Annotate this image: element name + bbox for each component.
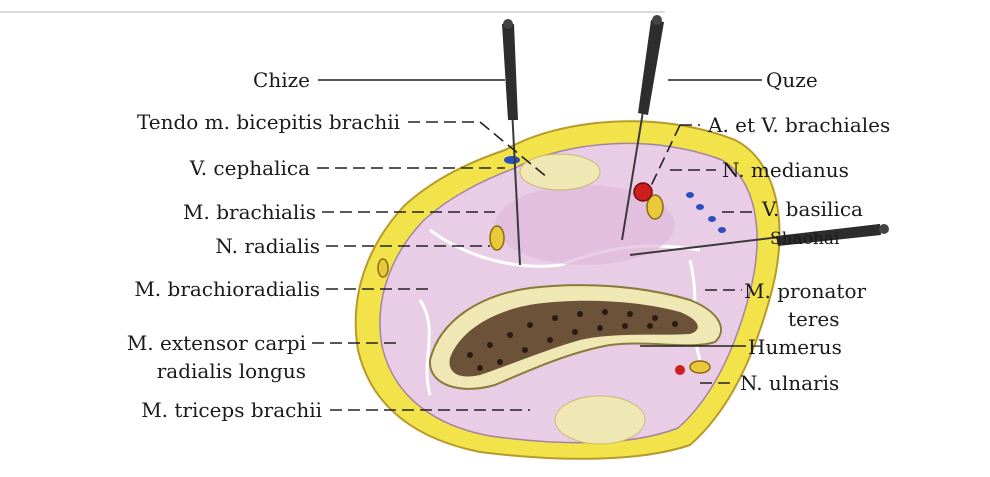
- label-m-ext-2: radialis longus: [157, 359, 306, 383]
- label-n-ulnaris: N. ulnaris: [740, 371, 839, 395]
- label-quze: Quze: [766, 68, 818, 92]
- v-cephalica-shape: [504, 156, 520, 164]
- n-ulnaris-shape: [690, 361, 710, 373]
- label-n-medianus: N. medianus: [722, 158, 849, 182]
- label-humerus: Humerus: [748, 335, 842, 359]
- ulnar-artery-shape: [675, 365, 685, 375]
- nerve-small-left: [378, 259, 388, 277]
- triceps-region: [555, 396, 645, 444]
- label-m-brachialis: M. brachialis: [183, 200, 316, 224]
- label-m-pronator-2: teres: [788, 307, 840, 331]
- label-v-cephalica: V. cephalica: [189, 156, 310, 180]
- label-m-brachioradialis: M. brachioradialis: [134, 277, 320, 301]
- label-v-basilica: V. basilica: [761, 197, 863, 221]
- label-shaohai: Shaohai: [770, 229, 840, 249]
- label-m-triceps: M. triceps brachii: [141, 398, 322, 422]
- label-n-radialis: N. radialis: [215, 234, 320, 258]
- label-chize: Chize: [253, 68, 310, 92]
- tendon-region: [520, 154, 600, 190]
- n-radialis-shape: [490, 226, 504, 250]
- label-m-pronator-1: M. pronator: [744, 279, 866, 303]
- artery-brachialis-shape: [634, 183, 652, 201]
- label-a-v-brachiales: A. et V. brachiales: [707, 113, 890, 137]
- label-tendo: Tendo m. bicepitis brachii: [137, 110, 400, 134]
- label-m-ext-1: M. extensor carpi: [127, 331, 306, 355]
